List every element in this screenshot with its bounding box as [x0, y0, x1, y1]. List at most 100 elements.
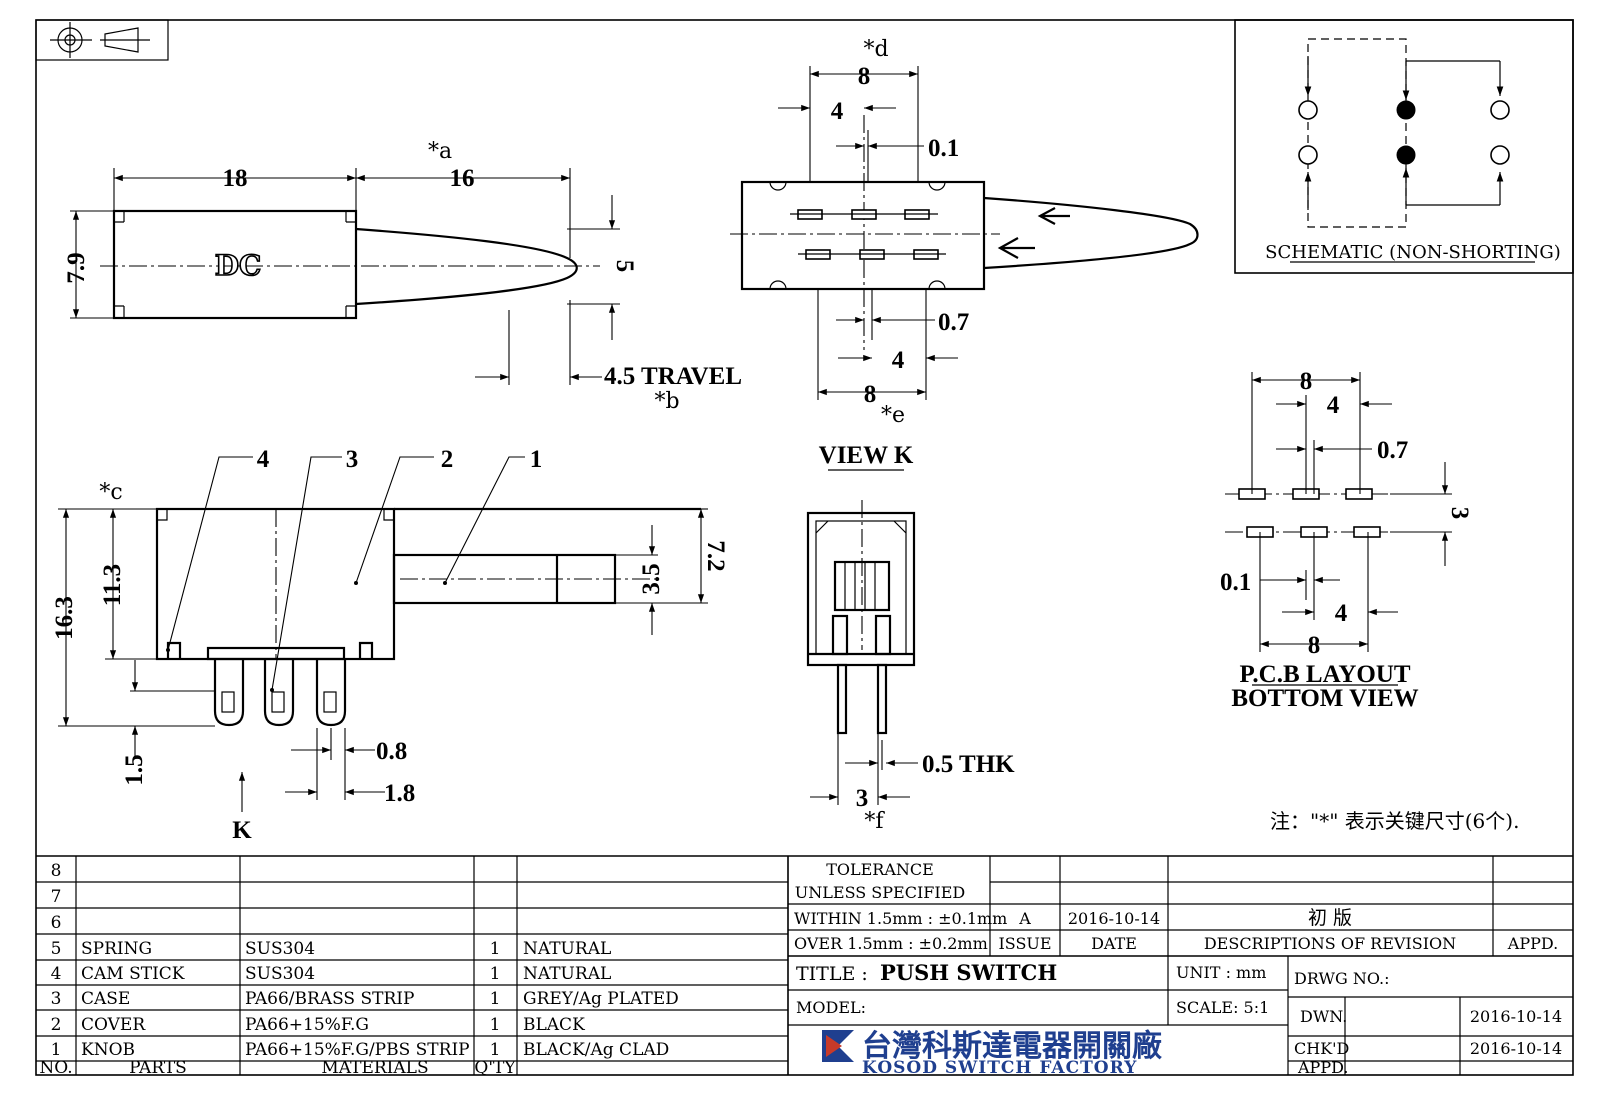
pcb-layout [1225, 372, 1452, 652]
part-callout-3: 3 [346, 446, 359, 473]
revision-issue: A [1018, 909, 1031, 928]
front-dim-3: 3 [856, 785, 869, 812]
key-mark-e: *e [881, 403, 905, 428]
descriptions-label: DESCRIPTIONS OF REVISION [1204, 934, 1456, 953]
bom-part: CAM STICK [81, 964, 185, 984]
bom-table-grid [36, 856, 789, 1075]
key-mark-f: *f [864, 809, 885, 834]
dim-16: 16 [450, 165, 475, 192]
bom-material: PA66+15%F.G [245, 1015, 369, 1035]
key-mark-c: *c [99, 480, 122, 505]
front-dim-0-5-thk: 0.5 THK [922, 751, 1015, 778]
bom-row-no: 5 [51, 939, 62, 959]
bom-row-no: 2 [51, 1015, 62, 1035]
bom-header-qty: Q'TY [474, 1058, 516, 1078]
pcb-dim-4-top: 4 [1327, 392, 1340, 419]
scale-label: SCALE: 5:1 [1176, 998, 1269, 1017]
pcb-dim-4-bottom: 4 [1335, 600, 1348, 627]
bom-row-no: 3 [51, 989, 62, 1009]
outer-frame [35, 19, 1574, 1076]
model-label: MODEL: [796, 998, 866, 1017]
bom-header-materials: MATERIALS [321, 1058, 428, 1078]
drawing-title: PUSH SWITCH [880, 960, 1057, 985]
tolerance-over: OVER 1.5mm : ±0.2mm [794, 934, 988, 953]
chkd-label: CHK'D [1294, 1039, 1349, 1058]
dim-16-3: 16.3 [51, 596, 78, 640]
bom-row-no: 7 [51, 887, 62, 907]
bom-row-no: 6 [51, 913, 62, 933]
dim-1-5: 1.5 [121, 754, 148, 785]
bom-finish: NATURAL [523, 939, 611, 959]
unit-label: UNIT : mm [1176, 963, 1266, 982]
tolerance-unless: UNLESS SPECIFIED [795, 883, 965, 902]
appd-column-label: APPD. [1507, 934, 1558, 953]
title-block: TOLERANCE UNLESS SPECIFIED WITHIN 1.5mm … [794, 860, 1562, 1077]
part-callout-2: 2 [441, 446, 454, 473]
tolerance-heading: TOLERANCE [826, 860, 934, 879]
front-view [806, 500, 918, 805]
pcb-dim-0-1: 0.1 [1220, 569, 1251, 596]
top-view [70, 168, 620, 385]
viewk-dim-8-bottom: 8 [864, 381, 877, 408]
dim-7-9: 7.9 [63, 252, 90, 283]
date-label: DATE [1091, 934, 1137, 953]
pcb-dim-8-bottom: 8 [1308, 632, 1321, 659]
bom-row-no: 4 [51, 964, 62, 984]
bom-table: 8 7 6 5 SPRING SUS304 1 NATURAL 4 CAM ST… [39, 861, 678, 1078]
key-mark-d: *d [863, 37, 888, 62]
viewk-dim-0-1: 0.1 [928, 135, 959, 162]
company-name-chinese: 台灣科斯達電器開關廠 [862, 1029, 1162, 1064]
appd-label: APPD. [1297, 1058, 1348, 1077]
chkd-date: 2016-10-14 [1470, 1039, 1562, 1058]
dim-3-5: 3.5 [638, 563, 665, 594]
company-name-english: KOSOD SWITCH FACTORY [862, 1058, 1137, 1078]
key-dimension-note: 注："*" 表示关键尺寸(6个). [1270, 809, 1519, 833]
dim-18: 18 [223, 165, 248, 192]
bom-qty: 1 [490, 939, 501, 959]
bom-row-no: 1 [51, 1040, 62, 1060]
viewk-dim-8-top: 8 [858, 63, 871, 90]
kosod-logo [822, 1030, 854, 1062]
bom-finish: BLACK/Ag CLAD [523, 1040, 669, 1060]
bom-material: PA66/BRASS STRIP [245, 989, 414, 1009]
key-mark-b: *b [654, 389, 679, 414]
pcb-caption: P.C.B LAYOUT [1239, 661, 1410, 688]
bom-qty: 1 [490, 1015, 501, 1035]
key-mark-a: *a [428, 139, 452, 164]
bom-material: SUS304 [245, 964, 315, 984]
bom-material: PA66+15%F.G/PBS STRIP [245, 1040, 470, 1060]
viewk-dim-0-7: 0.7 [938, 309, 969, 336]
bom-qty: 1 [490, 1040, 501, 1060]
viewk-dim-4-top: 4 [831, 98, 844, 125]
bom-header-no: NO. [39, 1058, 72, 1078]
revision-description: 初 版 [1308, 907, 1352, 929]
tolerance-within: WITHIN 1.5mm : ±0.1mm [794, 909, 1007, 928]
dc-logo: DC [215, 249, 262, 282]
side-view [58, 456, 708, 812]
schematic-box [1234, 19, 1574, 274]
title-label: TITLE : [796, 963, 868, 985]
part-callout-4: 4 [257, 446, 270, 473]
dim-1-8: 1.8 [384, 780, 415, 807]
dwn-label: DWN. [1300, 1007, 1347, 1026]
bom-qty: 1 [490, 964, 501, 984]
pcb-dim-3: 3 [1446, 507, 1473, 520]
bom-finish: BLACK [523, 1015, 585, 1035]
pcb-dim-0-7: 0.7 [1377, 437, 1408, 464]
dim-11-3: 11.3 [99, 564, 126, 606]
bom-finish: NATURAL [523, 964, 611, 984]
bom-part: KNOB [81, 1040, 135, 1060]
issue-label: ISSUE [998, 934, 1051, 953]
view-k-arrow-label: K [232, 817, 252, 844]
view-k [730, 66, 1199, 471]
bom-row-no: 8 [51, 861, 62, 881]
part-callout-1: 1 [530, 446, 543, 473]
revision-date: 2016-10-14 [1068, 909, 1160, 928]
dim-7-2: 7.2 [702, 540, 729, 571]
viewk-dim-4-bottom: 4 [892, 347, 905, 374]
dim-5: 5 [611, 260, 638, 273]
drawing-number-label: DRWG NO.: [1294, 969, 1390, 988]
dim-0-8: 0.8 [376, 738, 407, 765]
view-k-caption: VIEW K [819, 442, 914, 469]
title-block-grid [788, 856, 1573, 1075]
